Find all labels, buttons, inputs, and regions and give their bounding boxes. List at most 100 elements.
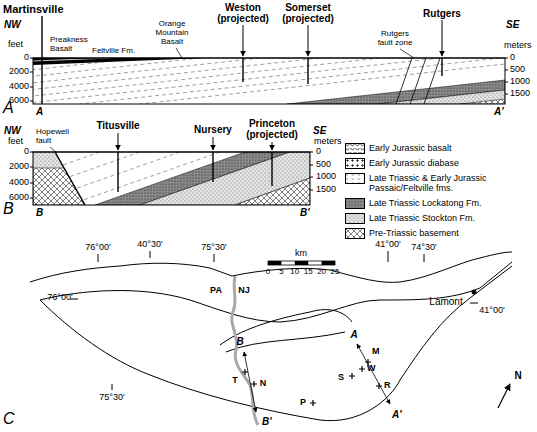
legend-swatch-box bbox=[346, 174, 365, 184]
basin-border bbox=[40, 262, 512, 322]
axis-tick: 1000 bbox=[316, 172, 336, 182]
scale-number: 20 bbox=[317, 268, 326, 277]
legend-row: Pre-Triassic basement bbox=[345, 228, 534, 239]
bedding-line bbox=[33, 58, 320, 104]
axis-tick: 0 bbox=[24, 53, 29, 63]
legend-swatch-box bbox=[346, 159, 365, 169]
well-letter: M bbox=[372, 347, 380, 357]
axis-tick: 2000 bbox=[9, 67, 29, 77]
section-end: A bbox=[36, 106, 43, 117]
legend-swatch-box bbox=[346, 214, 365, 224]
legend-text: Late Triassic Lockatong Fm. bbox=[369, 198, 534, 208]
scale-segment bbox=[322, 261, 335, 265]
region-boundary bbox=[30, 252, 512, 282]
lockatong-unit bbox=[287, 80, 505, 104]
state-label: PA bbox=[210, 286, 222, 296]
well-marker bbox=[251, 381, 257, 387]
axis-tick: 0 bbox=[316, 147, 321, 157]
coordinate-label: 76°00' bbox=[47, 293, 72, 303]
axis-tick: 500 bbox=[316, 160, 331, 170]
legend-swatch bbox=[345, 228, 365, 239]
formation-label: Orange Mountain Basalt bbox=[150, 20, 194, 46]
axis-tick: 500 bbox=[510, 65, 525, 75]
location-map bbox=[30, 251, 512, 421]
leader-line bbox=[400, 49, 414, 58]
section-frame bbox=[33, 152, 310, 205]
axis-tick: 2000 bbox=[9, 162, 29, 172]
legend-row: Late Triassic Lockatong Fm. bbox=[345, 198, 534, 209]
legend-swatch-box bbox=[346, 199, 365, 209]
well-letter: N bbox=[260, 379, 267, 389]
well-line bbox=[242, 58, 243, 82]
section-end: B bbox=[236, 336, 243, 347]
well-name: Titusville bbox=[96, 120, 139, 131]
panel-letter: A bbox=[3, 99, 14, 117]
scale-bar bbox=[268, 261, 335, 265]
well-line bbox=[307, 58, 308, 84]
legend-swatch bbox=[345, 198, 365, 209]
legend-swatch bbox=[345, 173, 365, 184]
section-line bbox=[357, 344, 390, 404]
scale-number: 15 bbox=[304, 268, 313, 277]
axis-tick: 1500 bbox=[316, 185, 336, 195]
legend-row: Late Triassic & Early Jurassic Passaic/F… bbox=[345, 173, 534, 194]
bedding-line bbox=[140, 58, 505, 104]
basin-border bbox=[40, 266, 512, 421]
well-letter: P bbox=[300, 398, 306, 408]
hopewell-fault bbox=[55, 152, 85, 205]
well-arrow bbox=[118, 133, 119, 150]
well-marker bbox=[359, 366, 365, 372]
bedding-lines bbox=[33, 58, 505, 104]
legend-text: Early Jurassic diabase bbox=[369, 158, 534, 168]
well-arrow bbox=[442, 20, 443, 56]
state-label: NJ bbox=[238, 286, 250, 296]
site-dot bbox=[472, 290, 477, 295]
well-name: Nursery bbox=[194, 124, 232, 135]
well-name: Weston (projected) bbox=[212, 2, 274, 24]
section-end: A' bbox=[392, 409, 402, 420]
legend-text: Early Jurassic basalt bbox=[369, 143, 534, 153]
legend-row: Late Triassic Stockton Fm. bbox=[345, 213, 534, 224]
legend-text: Late Triassic Stockton Fm. bbox=[369, 213, 534, 223]
axis-tick: 0 bbox=[24, 147, 29, 157]
leader-line bbox=[50, 147, 57, 153]
well-line bbox=[441, 58, 442, 76]
coordinate-label: 75°30' bbox=[99, 393, 124, 403]
panel-letter: C bbox=[3, 410, 15, 428]
ground-surface bbox=[33, 151, 310, 152]
axis-tick: 1500 bbox=[510, 89, 530, 99]
north-letter: N bbox=[514, 370, 521, 381]
axis-unit: meters bbox=[504, 41, 532, 51]
scale-frame bbox=[268, 261, 335, 265]
well-name: Princeton (projected) bbox=[241, 118, 303, 140]
fault-zone bbox=[396, 58, 440, 104]
well-name: Rutgers bbox=[423, 8, 461, 19]
bedding-line bbox=[33, 58, 200, 104]
section-end: A bbox=[350, 329, 357, 340]
section-end: B bbox=[36, 207, 43, 218]
leader-line bbox=[176, 48, 182, 58]
direction-label: NW bbox=[4, 125, 21, 136]
scale-number: 10 bbox=[290, 268, 299, 277]
basalt-ridge bbox=[226, 332, 345, 352]
place-name: Lamont bbox=[429, 296, 462, 307]
section-end: B' bbox=[262, 416, 272, 427]
basalt-unit bbox=[33, 58, 205, 65]
well-letter: S bbox=[338, 373, 344, 383]
section-fill bbox=[33, 152, 310, 205]
fault-label: Rutgers fault zone bbox=[373, 30, 417, 48]
bedding-line bbox=[33, 58, 80, 104]
scale-number: 5 bbox=[279, 268, 283, 277]
axis-tick: 4000 bbox=[9, 82, 29, 92]
legend-row: Early Jurassic diabase bbox=[345, 158, 534, 169]
panel-letter: B bbox=[3, 200, 14, 218]
axis-unit: feet bbox=[8, 137, 23, 147]
stockton-unit bbox=[140, 152, 310, 205]
scale-number: 0 bbox=[266, 268, 270, 277]
section-fill bbox=[33, 58, 505, 104]
graticule-ticks bbox=[70, 251, 478, 390]
well-marker bbox=[242, 369, 248, 375]
section-line bbox=[244, 352, 256, 412]
cross-section-b bbox=[33, 152, 310, 205]
scale-unit: km bbox=[295, 249, 307, 259]
